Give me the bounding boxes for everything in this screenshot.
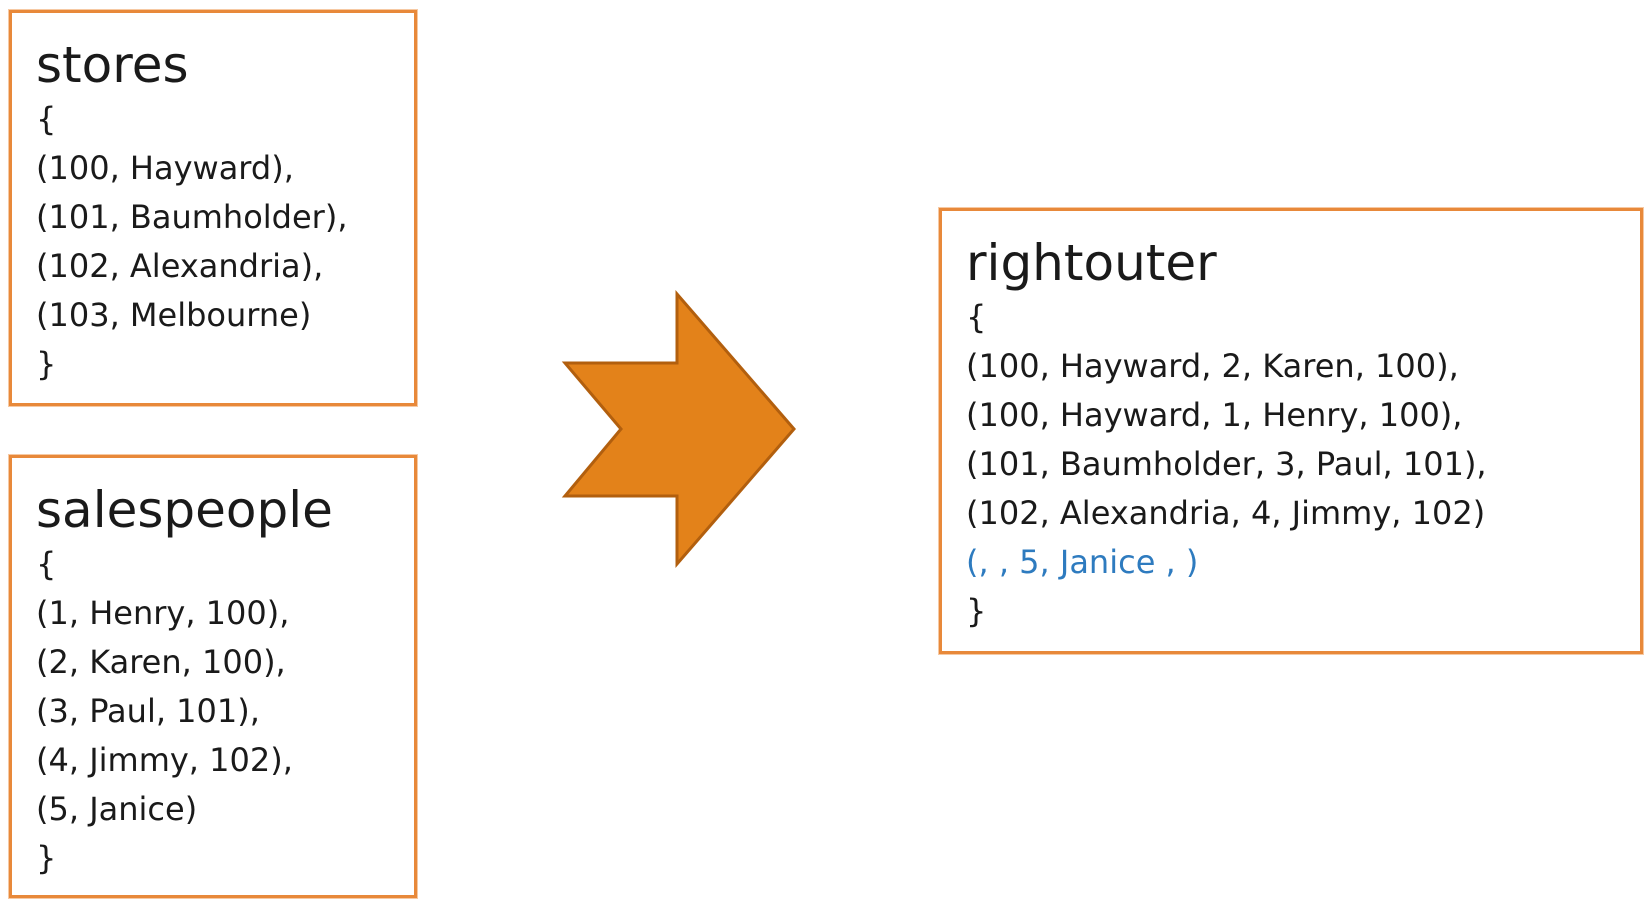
salespeople-content: salespeople { (1, Henry, 100), (2, Karen…: [36, 480, 404, 883]
salespeople-box: salespeople { (1, Henry, 100), (2, Karen…: [9, 455, 417, 898]
stores-line: (103, Melbourne): [36, 296, 312, 334]
stores-title: stores: [36, 36, 189, 94]
salespeople-line: (2, Karen, 100),: [36, 643, 286, 681]
rightouter-unmatched-line: (, , 5, Janice , ): [966, 543, 1199, 581]
stores-box: stores { (100, Hayward), (101, Baumholde…: [9, 10, 417, 406]
rightouter-line: {: [966, 298, 987, 336]
salespeople-line: {: [36, 545, 57, 583]
stores-line: (102, Alexandria),: [36, 247, 324, 285]
rightouter-line: (102, Alexandria, 4, Jimmy, 102): [966, 494, 1486, 532]
rightouter-lines: { (100, Hayward, 2, Karen, 100), (100, H…: [966, 293, 1630, 636]
rightouter-box: rightouter { (100, Hayward, 2, Karen, 10…: [939, 208, 1643, 654]
rightouter-line: (100, Hayward, 2, Karen, 100),: [966, 347, 1459, 385]
stores-line: (100, Hayward),: [36, 149, 294, 187]
salespeople-line: }: [36, 839, 57, 877]
rightouter-content: rightouter { (100, Hayward, 2, Karen, 10…: [966, 233, 1630, 636]
stores-line: {: [36, 100, 57, 138]
salespeople-line: (5, Janice): [36, 790, 198, 828]
stores-line: }: [36, 345, 57, 383]
stores-line: (101, Baumholder),: [36, 198, 348, 236]
stores-content: stores { (100, Hayward), (101, Baumholde…: [36, 35, 404, 389]
rightouter-line: (101, Baumholder, 3, Paul, 101),: [966, 445, 1487, 483]
salespeople-title: salespeople: [36, 481, 333, 539]
salespeople-line: (1, Henry, 100),: [36, 594, 290, 632]
rightouter-line: }: [966, 592, 987, 630]
salespeople-line: (3, Paul, 101),: [36, 692, 260, 730]
rightouter-line: (100, Hayward, 1, Henry, 100),: [966, 396, 1463, 434]
arrow-shape: [561, 290, 796, 569]
chevron-arrow-right-icon: [561, 290, 796, 569]
stores-lines: { (100, Hayward), (101, Baumholder), (10…: [36, 95, 404, 389]
salespeople-lines: { (1, Henry, 100), (2, Karen, 100), (3, …: [36, 540, 404, 883]
salespeople-line: (4, Jimmy, 102),: [36, 741, 293, 779]
rightouter-title: rightouter: [966, 234, 1217, 292]
